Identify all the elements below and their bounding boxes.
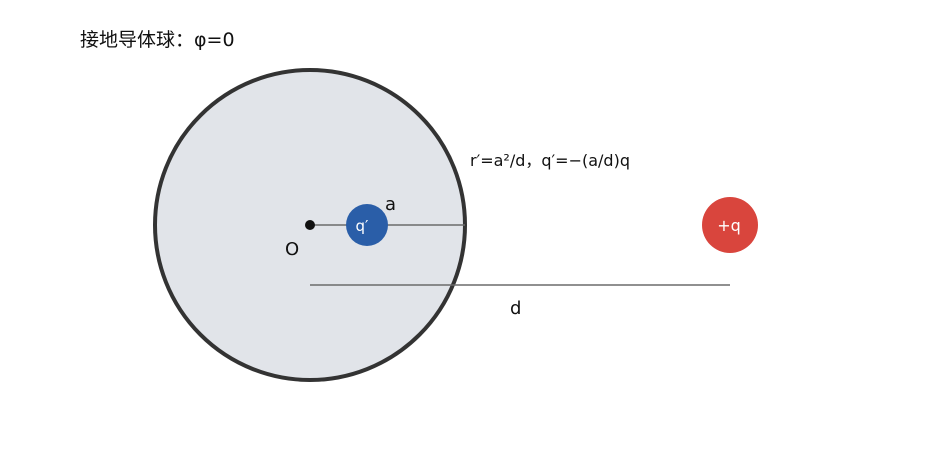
diagram-title: 接地导体球：φ=0 <box>80 29 235 51</box>
source-charge <box>702 197 758 253</box>
radius-label: a <box>385 194 396 215</box>
center-label: O <box>285 239 299 260</box>
distance-label: d <box>510 298 521 319</box>
image-charge <box>346 204 388 246</box>
center-point <box>305 220 315 230</box>
image-charge-label: q′ <box>356 217 370 235</box>
formula-label: r′=a²/d，q′=−(a/d)q <box>470 151 630 170</box>
source-charge-label: +q <box>717 216 741 235</box>
